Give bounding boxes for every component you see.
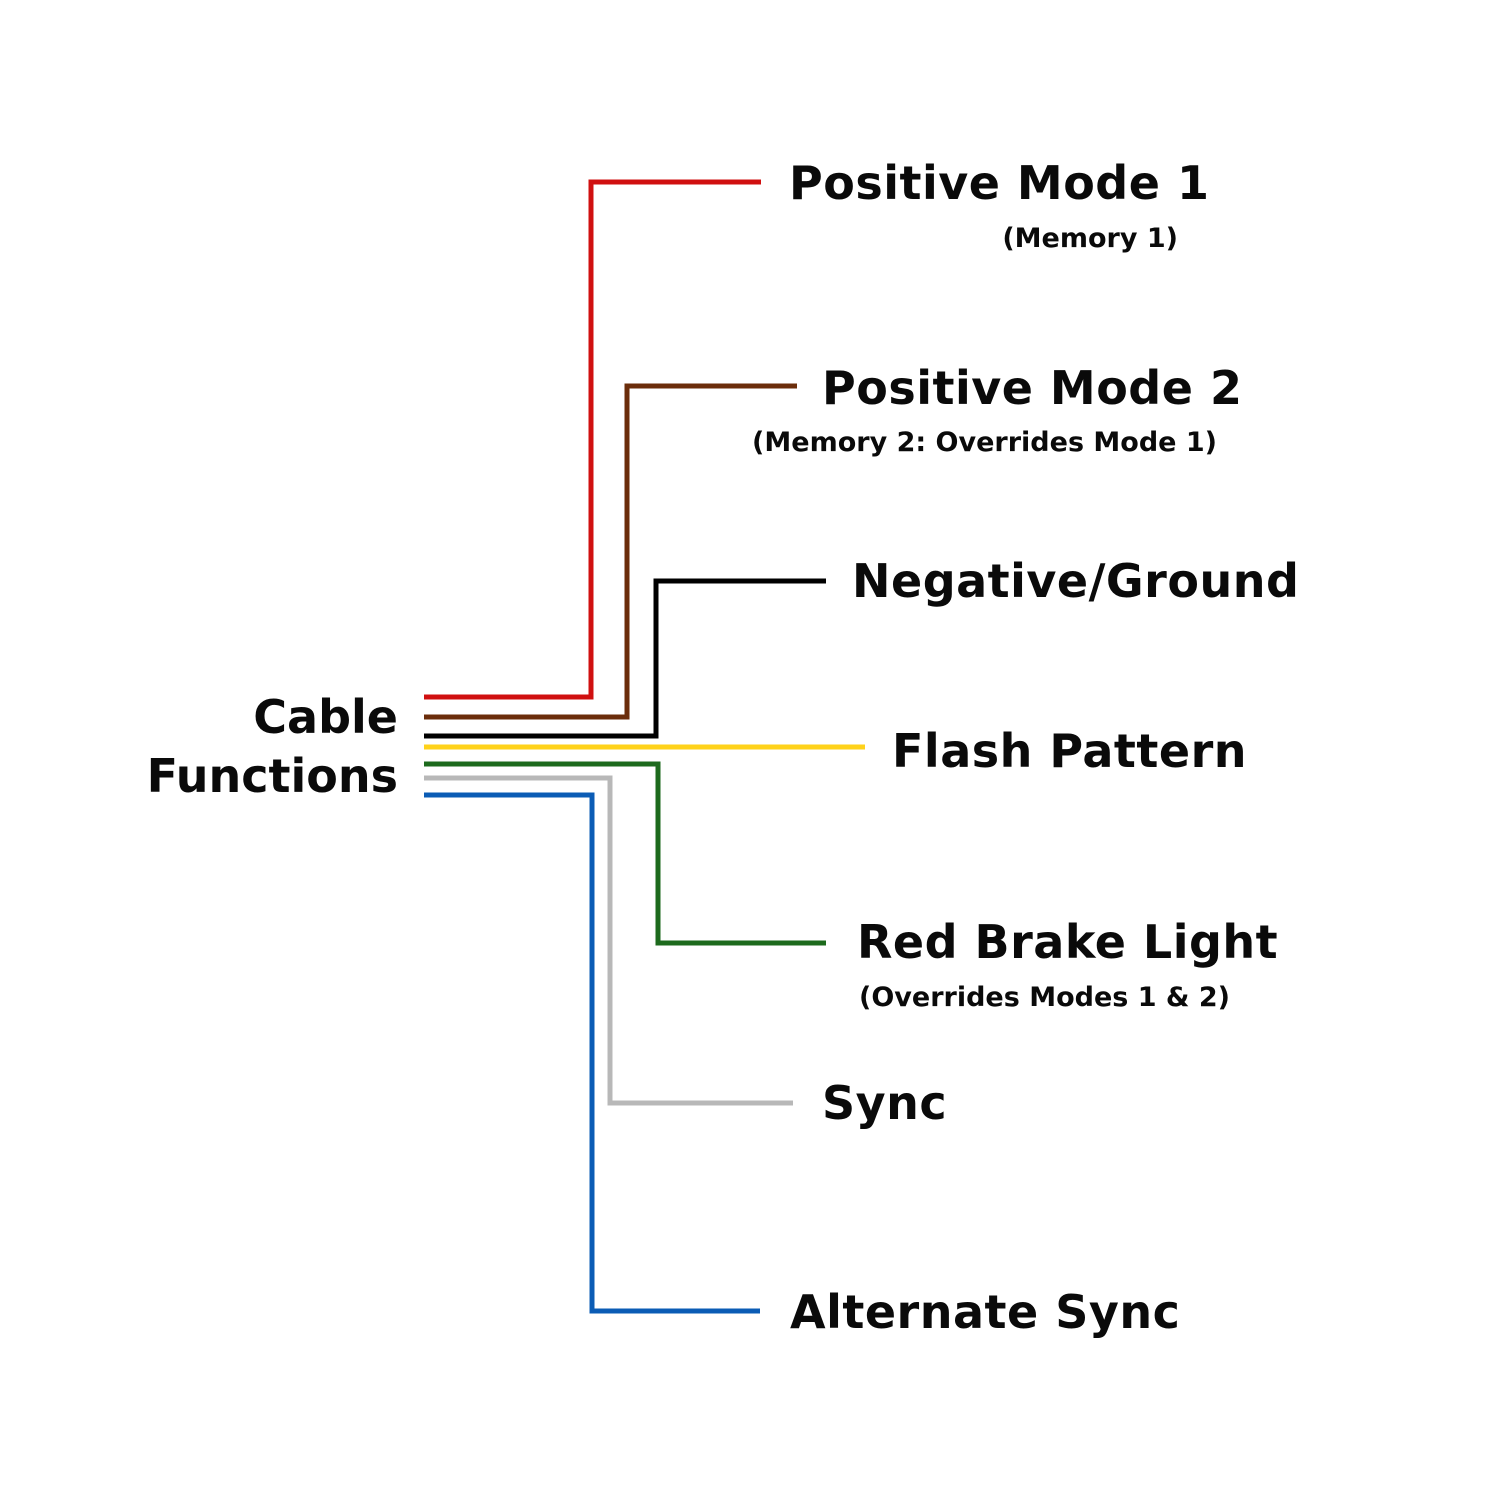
wire-red-brake-light: [424, 761, 826, 946]
title-line-2: Functions: [146, 749, 398, 803]
wire-positive-mode-2: [424, 383, 797, 720]
label-sync: Sync: [822, 1076, 948, 1130]
sublabel-red-brake-light: (Overrides Modes 1 & 2): [859, 982, 1230, 1013]
label-red-brake-light: Red Brake Light: [857, 915, 1279, 969]
label-flash-pattern: Flash Pattern: [892, 724, 1248, 778]
label-alternate-sync: Alternate Sync: [790, 1285, 1181, 1339]
label-negative-ground: Negative/Ground: [852, 554, 1300, 608]
wire-positive-mode-1: [424, 179, 761, 700]
sublabel-positive-mode-2: (Memory 2: Overrides Mode 1): [752, 427, 1217, 458]
wire-sync: [424, 775, 793, 1106]
title-line-1: Cable: [253, 690, 398, 744]
wire-negative-ground: [424, 578, 826, 739]
cable-functions-title: Cable Functions: [147, 688, 398, 806]
sublabel-positive-mode-1: (Memory 1): [1002, 223, 1178, 254]
label-positive-mode-1: Positive Mode 1: [789, 156, 1210, 210]
wire-alternate-sync: [424, 792, 760, 1314]
label-positive-mode-2: Positive Mode 2: [822, 361, 1243, 415]
